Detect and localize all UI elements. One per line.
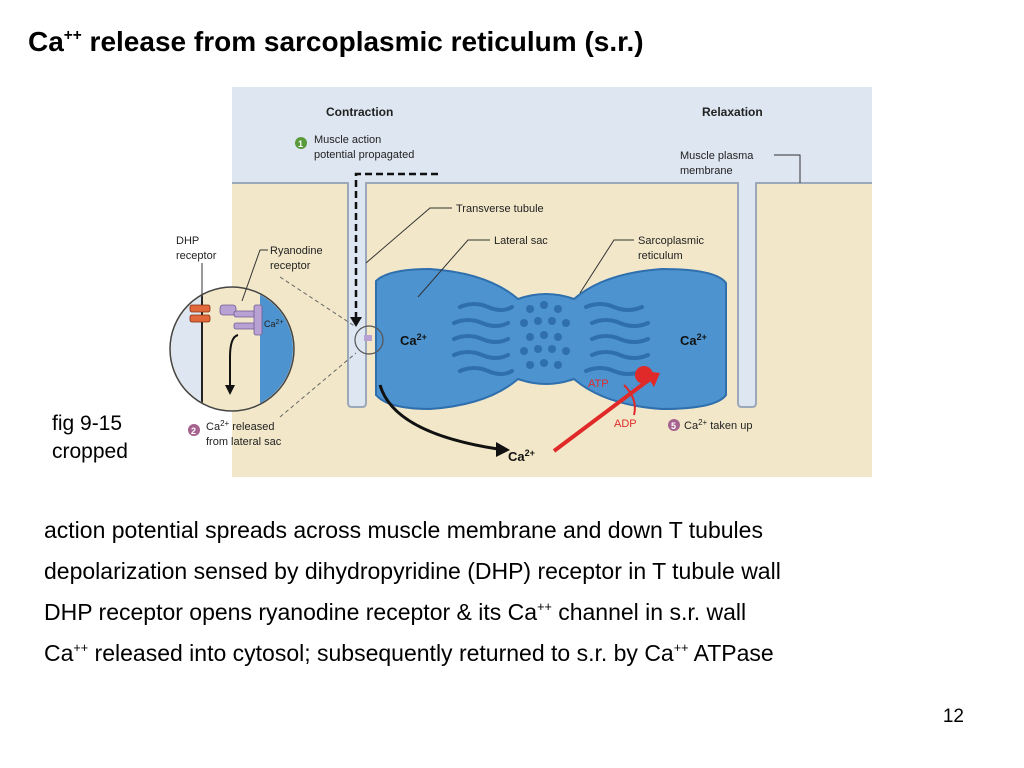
lateral-sac-label: Lateral sac — [494, 235, 548, 247]
slide-title: Ca++ release from sarcoplasmic reticulum… — [28, 26, 644, 57]
lateral-sac-leader — [417, 239, 490, 298]
svg-text:1: 1 — [298, 139, 303, 149]
plasma-membrane-label-2: membrane — [680, 165, 733, 177]
figure-caption-line-1: fig 9-15 — [52, 412, 123, 435]
ca-right-sr: Ca2+ — [680, 332, 707, 348]
svg-text:5: 5 — [671, 421, 676, 431]
atp-adp-cycle — [623, 384, 636, 416]
bullet-2: depolarization sensed by dihydropyridine… — [44, 558, 781, 584]
dhp-receptor-label-1: DHP — [176, 235, 199, 247]
plasma-membrane-label-1: Muscle plasma — [680, 150, 754, 162]
ryanodine-small-icon — [364, 335, 372, 341]
svg-text:Ca2+: Ca2+ — [264, 319, 284, 329]
sr-leader — [579, 239, 634, 294]
ca-cytosol: Ca2+ — [508, 448, 535, 464]
adp-label: ADP — [614, 418, 637, 430]
transverse-tubule-label: Transverse tubule — [456, 203, 544, 215]
ca-lateral-sac: Ca2+ — [400, 332, 427, 348]
svg-text:2: 2 — [191, 426, 196, 436]
step2-text-2: from lateral sac — [206, 436, 282, 448]
ca-uptake-arrow — [552, 377, 652, 453]
figure-caption-line-2: cropped — [52, 440, 128, 463]
action-potential-path — [354, 172, 438, 319]
bullet-4: Ca++ released into cytosol; subsequently… — [44, 640, 774, 666]
zoom-guide-bottom — [279, 352, 357, 418]
relaxation-label: Relaxation — [702, 105, 763, 119]
step5-text: Ca2+ taken up — [684, 418, 752, 432]
transverse-tubule-leader — [365, 207, 452, 264]
ryanodine-leader — [241, 249, 268, 302]
step1-badge — [295, 137, 307, 149]
dhp-receptor-label-2: receptor — [176, 250, 217, 262]
page-number: 12 — [942, 706, 964, 727]
ryanodine-receptor-label-1: Ryanodine — [270, 245, 323, 257]
zoom-guide-top — [279, 276, 357, 328]
sr-fenestrations — [520, 301, 570, 369]
bullet-1: action potential spreads across muscle m… — [44, 517, 763, 543]
bullet-list: action potential spreads across muscle m… — [44, 510, 781, 674]
figure-caption: fig 9-15 cropped — [52, 410, 172, 466]
step2-badge — [188, 424, 200, 436]
ca-atpase-pump — [635, 366, 653, 384]
step1-text-2: potential propagated — [314, 149, 414, 161]
bullet-3: DHP receptor opens ryanodine receptor & … — [44, 599, 747, 625]
zoom-marker-circle — [354, 325, 384, 355]
step5-badge — [668, 419, 680, 431]
atp-label: ATP — [588, 378, 609, 390]
plasma-membrane-leader — [774, 154, 801, 183]
sr-calcium-release-figure: Ca2+ Ca2+ Ca2+ — [168, 87, 872, 477]
step2-text-1: Ca2+ released — [206, 419, 274, 433]
contraction-label: Contraction — [326, 105, 393, 119]
ryanodine-receptor-label-2: receptor — [270, 260, 311, 272]
sr-label-1: Sarcoplasmic — [638, 235, 705, 247]
ca-release-arrowhead — [496, 442, 510, 457]
ca-release-arrow — [378, 384, 499, 451]
sr-channels — [452, 302, 650, 376]
step1-text-1: Muscle action — [314, 134, 381, 146]
sr-label-2: reticulum — [638, 250, 683, 262]
plasma-membrane — [232, 182, 872, 408]
action-potential-arrowhead — [350, 317, 362, 327]
